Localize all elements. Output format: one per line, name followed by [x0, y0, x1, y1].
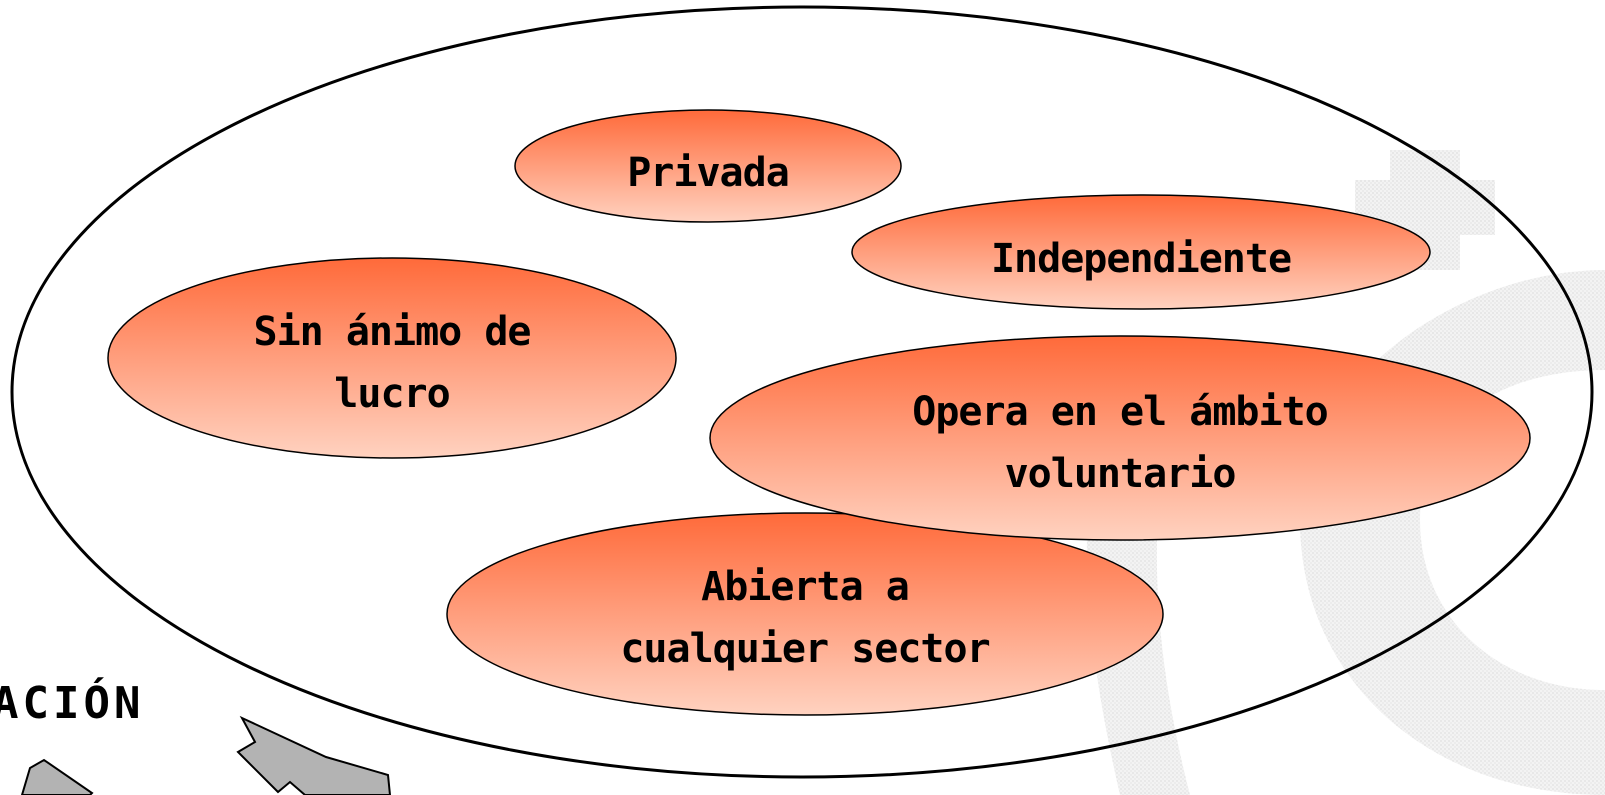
partial-title: ACIÓN: [0, 676, 144, 729]
bubble-sin-animo-label-line-1: Sin ánimo de: [254, 309, 531, 355]
bubble-sin-animo-de-lucro: Sin ánimo de lucro: [107, 257, 677, 459]
bubble-abierta-label-line-2: cualquier sector: [620, 626, 989, 672]
bubble-opera-label-line-1: Opera en el ámbito: [912, 389, 1327, 435]
bubble-abierta-label-line-1: Abierta a: [701, 564, 909, 610]
bubble-abierta: Abierta a cualquier sector: [446, 512, 1164, 716]
bubble-sin-animo-label-line-2: lucro: [334, 371, 449, 417]
outer-ellipse: [10, 5, 1594, 779]
bubble-independiente-label: Independiente: [991, 236, 1291, 282]
arrow-right-shape: [236, 715, 392, 795]
arrow-left-shape: [20, 758, 94, 795]
bubble-independiente: Independiente: [851, 194, 1431, 310]
bubble-privada-label: Privada: [627, 150, 789, 196]
bubble-opera: Opera en el ámbito voluntario: [709, 335, 1531, 541]
arrow-shapes: [20, 715, 392, 795]
bubble-opera-label-line-2: voluntario: [1005, 451, 1236, 497]
bubble-privada: Privada: [514, 109, 902, 223]
